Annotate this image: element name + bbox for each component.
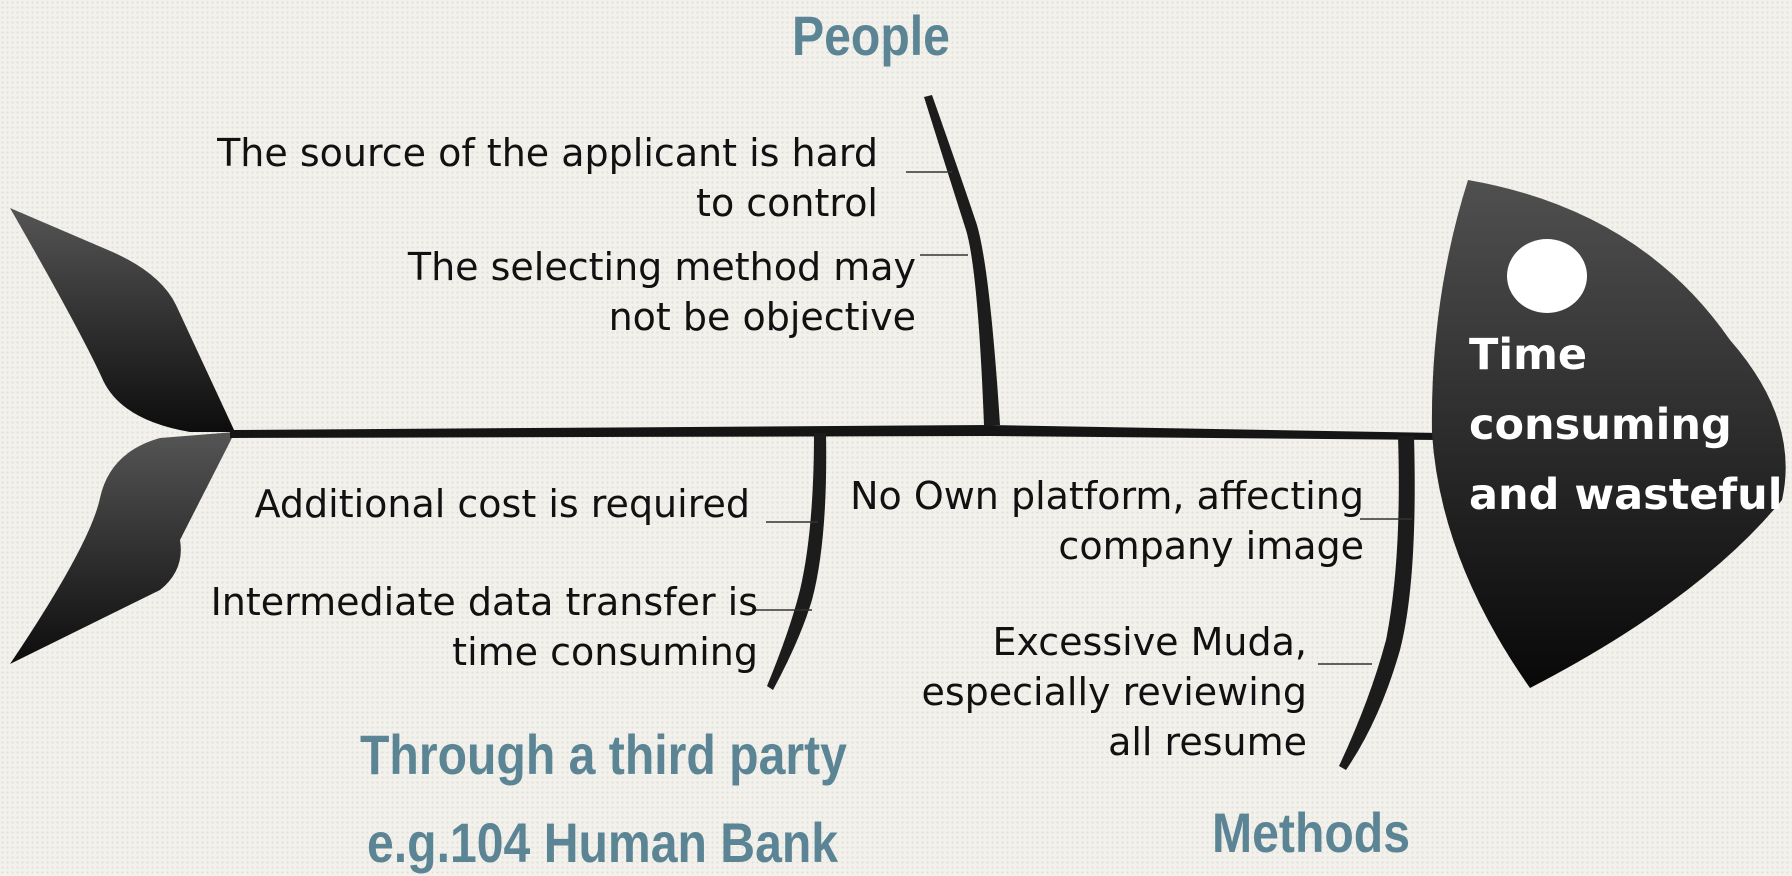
cause-text-line: No Own platform, affecting xyxy=(850,474,1364,518)
cause-text-line: Excessive Muda, xyxy=(992,620,1307,664)
category-methods: Methods xyxy=(1212,801,1410,864)
category-third-party-line-1: Through a third party xyxy=(360,723,847,786)
cause-third-party-1: Additional cost is required xyxy=(255,479,750,529)
problem-line: consuming xyxy=(1469,400,1732,450)
problem-line: Time xyxy=(1469,330,1588,380)
cause-text-line: The source of the applicant is hard xyxy=(217,131,878,175)
cause-text-line: Intermediate data transfer is xyxy=(210,580,758,624)
cause-text-line: The selecting method may xyxy=(407,245,916,289)
cause-people-1: The source of the applicant is hard to c… xyxy=(217,128,878,228)
cause-text-line: especially reviewing xyxy=(921,670,1307,714)
cause-text-line: company image xyxy=(1058,524,1364,568)
cause-methods-1: No Own platform, affecting company image xyxy=(850,471,1364,571)
problem-statement: Time consuming and wasteful xyxy=(1469,320,1783,530)
cause-text-line: not be objective xyxy=(608,295,916,339)
category-third-party-line-2: e.g.104 Human Bank xyxy=(367,811,839,874)
bone-third-party xyxy=(767,433,827,690)
category-people: People xyxy=(792,4,950,67)
fish-eye xyxy=(1507,239,1587,313)
tail-fin-top xyxy=(10,208,235,432)
fish-head xyxy=(1431,180,1786,688)
bone-people xyxy=(924,95,1000,425)
cause-people-2: The selecting method may not be objectiv… xyxy=(408,242,916,342)
cause-text-line: all resume xyxy=(1108,720,1307,764)
bone-methods xyxy=(1339,436,1415,770)
cause-third-party-2: Intermediate data transfer is time consu… xyxy=(211,577,758,677)
cause-text-line: Additional cost is required xyxy=(254,482,750,526)
cause-connectors xyxy=(752,171,1412,665)
cause-methods-2: Excessive Muda, especially reviewing all… xyxy=(921,617,1307,767)
cause-text-line: time consuming xyxy=(452,630,758,674)
problem-line: and wasteful xyxy=(1469,470,1783,520)
spine xyxy=(230,425,1440,440)
cause-text-line: to control xyxy=(696,181,878,225)
tail-fin-bottom xyxy=(10,432,235,664)
